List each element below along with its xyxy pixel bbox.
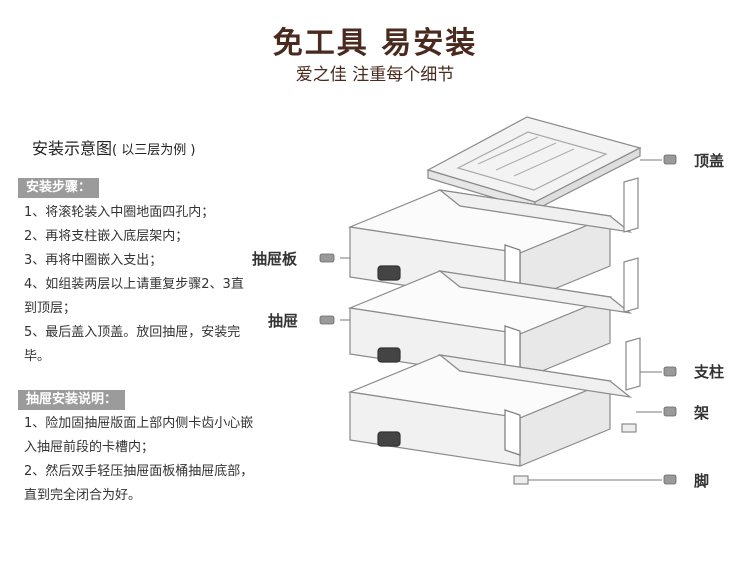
callout-foot: 脚 — [694, 472, 710, 490]
install-step: 1、将滚轮装入中圈地面四孔内； — [24, 205, 215, 220]
install-step: 3、再将中圈嵌入支出； — [24, 253, 163, 268]
install-step: 4、如组装两层以上请重复步骤2、3直到顶层； — [24, 277, 244, 316]
install-steps-label: 安装步骤： — [18, 178, 100, 198]
callout-drawer-panel: 抽屉板 — [252, 250, 298, 268]
page-subtitle: 爱之佳 注重每个细节 — [295, 65, 455, 85]
drawer-notes-list: 1、险加固抽屉版面上部内侧卡齿小心嵌入抽屉前段的卡槽内； 2、然后双手轻压抽屉面… — [24, 412, 256, 508]
callout-drawer: 抽屉 — [268, 312, 299, 330]
drawer-note: 1、险加固抽屉版面上部内侧卡齿小心嵌入抽屉前段的卡槽内； — [24, 416, 254, 455]
callout-pillar: 支柱 — [694, 363, 725, 381]
install-step: 5、最后盖入顶盖。放回抽屉，安装完毕。 — [24, 325, 241, 364]
diagram-heading: 安装示意图( 以三层为例 ) — [32, 135, 195, 159]
page-title: 免工具 易安装 — [272, 26, 478, 61]
diagram-heading-note: ( 以三层为例 ) — [112, 143, 196, 158]
callout-top-lid: 顶盖 — [694, 152, 725, 170]
drawer-note: 2、然后双手轻压抽屉面板桶抽屉底部，直到完全闭合为好。 — [24, 464, 254, 503]
diagram-heading-text: 安装示意图 — [32, 139, 113, 158]
callout-shelf: 架 — [694, 404, 710, 422]
drawer-unit-illustration-3 — [347, 354, 633, 467]
drawer-notes-label: 抽屉安装说明： — [18, 390, 126, 410]
install-steps-list: 1、将滚轮装入中圈地面四孔内； 2、再将支柱嵌入底层架内； 3、再将中圈嵌入支出… — [24, 201, 256, 369]
install-step: 2、再将支柱嵌入底层架内； — [24, 229, 189, 244]
